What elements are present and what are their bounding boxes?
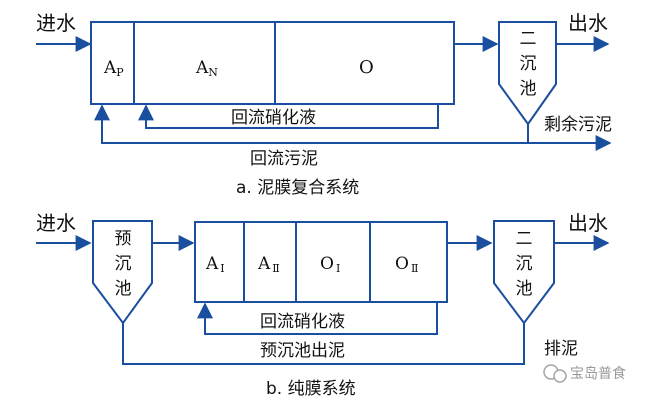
caption-a: a. 泥膜复合系统 bbox=[236, 178, 359, 198]
secondary-clarifier-a bbox=[498, 21, 557, 126]
pre-settler-char: 池 bbox=[115, 279, 132, 299]
clarifier-char: 池 bbox=[516, 279, 533, 299]
recycle-line-a bbox=[138, 104, 439, 129]
pre-settler-char: 沉 bbox=[115, 254, 132, 274]
clarifier-char: 沉 bbox=[520, 54, 537, 74]
pre-settler-sludge-line bbox=[122, 323, 525, 365]
outlet-label-b: 出水 bbox=[568, 211, 608, 235]
recycle-line-b bbox=[197, 302, 438, 335]
clarifier-char: 二 bbox=[520, 29, 537, 49]
recycle-label-a: 回流硝化液 bbox=[231, 108, 316, 128]
caption-b: b. 纯膜系统 bbox=[266, 379, 356, 399]
inlet-label-b: 进水 bbox=[36, 211, 76, 235]
clarifier-char: 二 bbox=[516, 229, 533, 249]
reactor-tank-a bbox=[90, 21, 455, 105]
reactor-tank-b bbox=[194, 221, 448, 303]
excess-sludge-label: 剩余污泥 bbox=[544, 115, 612, 135]
sludge-discharge-label: 排泥 bbox=[544, 339, 578, 359]
recycle-label-b: 回流硝化液 bbox=[260, 312, 345, 332]
return-sludge-line bbox=[94, 104, 528, 144]
zone-an-label: AN bbox=[195, 58, 218, 79]
zone-o-label: O bbox=[359, 57, 374, 78]
wechat-icon-bubble bbox=[553, 369, 567, 383]
pre-settling-tank bbox=[92, 220, 153, 325]
return-sludge-label: 回流污泥 bbox=[250, 149, 318, 169]
diagram-a: 进水 AP AN O 二 沉 池 出水 回流硝化液 剩余污泥 回流污泥 a. 泥… bbox=[36, 11, 612, 198]
clarifier-char: 池 bbox=[520, 79, 537, 99]
zone-ap-label: AP bbox=[103, 58, 124, 79]
watermark-text: 宝岛普食 bbox=[570, 365, 626, 382]
pre-settler-char: 预 bbox=[115, 229, 132, 249]
pre-settler-sludge-label: 预沉池出泥 bbox=[260, 341, 345, 361]
outlet-label-a: 出水 bbox=[568, 11, 608, 35]
inlet-label-a: 进水 bbox=[36, 11, 76, 35]
watermark: 宝岛普食 bbox=[543, 364, 626, 383]
secondary-clarifier-b bbox=[493, 220, 555, 325]
clarifier-char: 沉 bbox=[516, 254, 533, 274]
